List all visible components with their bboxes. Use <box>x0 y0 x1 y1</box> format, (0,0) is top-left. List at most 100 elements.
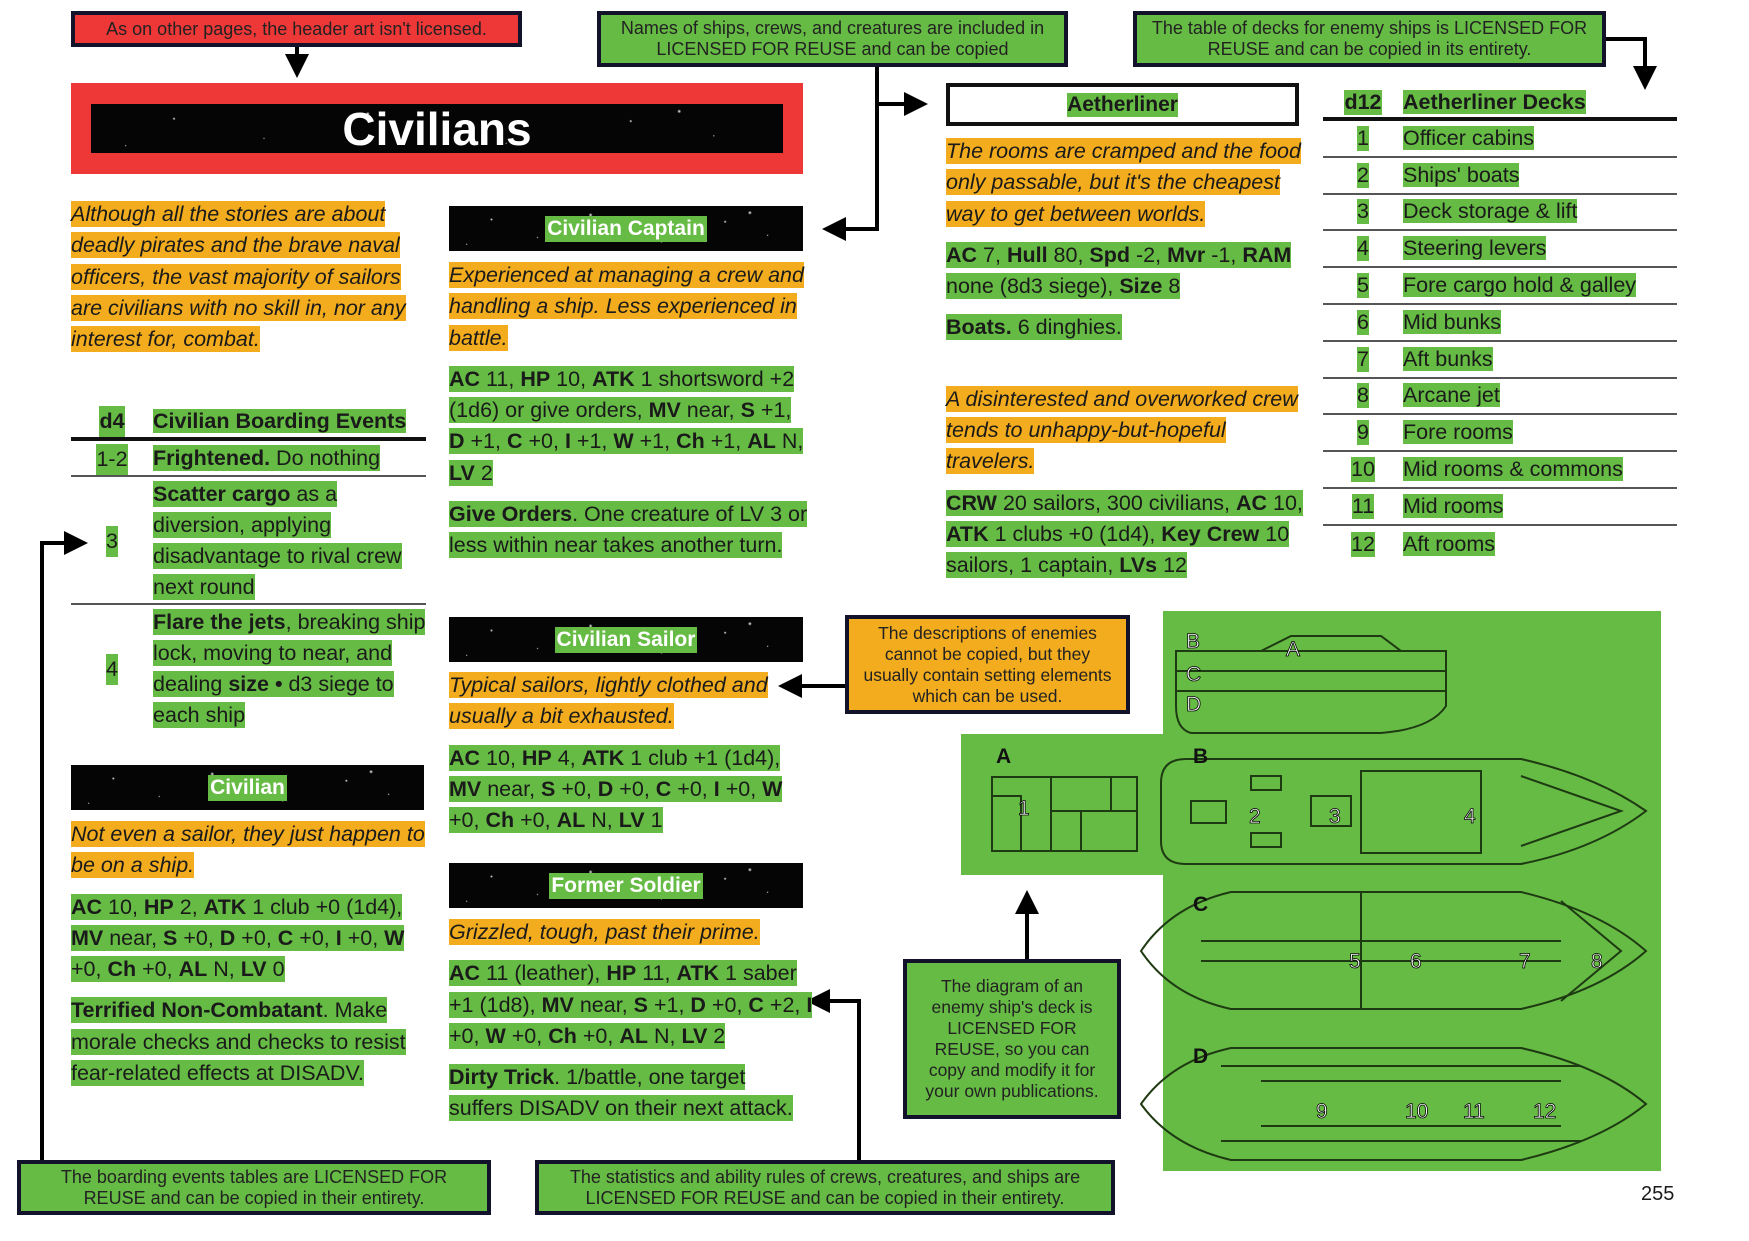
creature-ability: Dirty Trick. 1/battle, one target suffer… <box>449 1064 793 1122</box>
roll-value: 1-2 <box>96 443 128 475</box>
page-number: 255 <box>1641 1183 1675 1205</box>
bold-term: AC <box>946 242 978 267</box>
text-run: 1 club +1 (1d4), <box>624 745 781 770</box>
room-number-label: 3 <box>1329 805 1341 828</box>
bold-term: C <box>506 429 523 454</box>
text-run: near, <box>481 776 542 801</box>
text-run: +1, <box>754 398 792 423</box>
table-row: 10 Mid rooms & commons <box>1323 452 1677 489</box>
text-run: N, <box>775 429 804 454</box>
roll-value: 8 <box>1357 383 1369 409</box>
deck-b-outline <box>1160 758 1648 865</box>
bold-term: AC <box>449 961 481 986</box>
deck-title-label: A <box>996 745 1011 768</box>
text-run: 80, <box>1047 242 1090 267</box>
event-text: Scatter cargo as a diversion, applying d… <box>153 481 402 600</box>
bold-term: I <box>713 776 720 801</box>
bold-term: MV <box>541 992 574 1017</box>
ship-side-view <box>1175 650 1447 734</box>
creature-name: Civilian Sailor <box>554 626 698 653</box>
creature-description: Not even a sailor, they just happen to b… <box>71 821 425 879</box>
text-run: +1, <box>647 992 691 1017</box>
bold-term: Ch <box>676 429 705 454</box>
text-run: +1, <box>704 429 748 454</box>
text-run: 20 sailors, 300 civilians, <box>996 490 1236 515</box>
bold-term: LV <box>449 460 475 485</box>
table-header-title: Civilian Boarding Events <box>153 408 407 433</box>
text-run: +0, <box>522 429 565 454</box>
bold-term: Ch <box>485 808 515 833</box>
text-run: +0, <box>719 776 763 801</box>
text-run: N, <box>647 1023 682 1048</box>
bold-term: HP <box>606 961 637 986</box>
roll-value: 7 <box>1357 346 1369 372</box>
creature-header-captain: Civilian Captain <box>449 206 803 251</box>
event-text: Flare the jets, breaking ship lock, movi… <box>153 609 426 728</box>
deck-title-label: D <box>1193 1045 1208 1068</box>
text-run: +2, <box>763 992 807 1017</box>
text-run: 1 club +0 (1d4), <box>246 894 403 919</box>
text-run: 11, <box>636 961 677 986</box>
bold-term: size • <box>228 672 283 696</box>
text-run: 6 dinghies. <box>1011 315 1122 340</box>
room-number-label: 7 <box>1519 950 1531 973</box>
creature-name: Civilian <box>208 774 287 801</box>
bold-term: Size <box>1119 274 1163 299</box>
bold-term: Give Orders <box>449 502 573 527</box>
bold-term: ATK <box>946 521 989 546</box>
text-run: 2 <box>707 1023 726 1048</box>
creature-description: Typical sailors, lightly clothed and usu… <box>449 672 768 730</box>
creature-description: Experienced at managing a crew and handl… <box>449 262 804 351</box>
bold-term: W <box>485 1023 506 1048</box>
deck-name: Aft rooms <box>1403 531 1495 556</box>
creature-stats: AC 10, HP 2, ATK 1 club +0 (1d4), MV nea… <box>71 893 405 983</box>
note-names: Names of ships, crews, and creatures are… <box>597 11 1068 67</box>
note-statistics: The statistics and ability rules of crew… <box>535 1160 1115 1215</box>
text-run: , breaking ship lock, moving to near, an… <box>153 610 426 696</box>
room-number-label: 1 <box>1018 797 1030 820</box>
text-run: near, <box>573 992 634 1017</box>
roll-value: 5 <box>1357 273 1369 299</box>
bold-term: MV <box>71 925 104 950</box>
creature-header-soldier: Former Soldier <box>449 863 803 908</box>
roll-value: 6 <box>1357 309 1369 335</box>
bold-term: S <box>633 992 648 1017</box>
deck-name: Deck storage & lift <box>1403 199 1578 224</box>
text-run: -2, <box>1130 242 1168 267</box>
bold-term: MV <box>648 398 681 423</box>
room-number-label: 2 <box>1249 805 1261 828</box>
bold-term: LV <box>240 957 267 982</box>
room-number-label: 8 <box>1591 950 1603 973</box>
deck-name: Ships' boats <box>1403 162 1520 187</box>
text-run: -1, <box>1205 242 1243 267</box>
roll-value: 4 <box>1357 236 1369 262</box>
bold-term: D <box>597 776 614 801</box>
header-starfield: Civilians <box>91 103 783 155</box>
text-run: 7, <box>977 242 1007 267</box>
creature-name: Former Soldier <box>549 872 703 899</box>
note-decks-table: The table of decks for enemy ships is LI… <box>1133 11 1606 67</box>
table-header-die: d12 <box>1344 89 1382 115</box>
bold-term: ATK <box>203 894 247 919</box>
bold-term: RAM <box>1242 242 1292 267</box>
text-run: near, <box>680 398 741 423</box>
deck-name: Mid rooms & commons <box>1403 457 1623 482</box>
intro-text: Although all the stories are about deadl… <box>71 199 431 355</box>
roll-value: 10 <box>1351 457 1375 483</box>
room-number-label: 5 <box>1349 950 1361 973</box>
bold-term: Flare the jets <box>153 610 286 634</box>
bold-term: AC <box>1235 490 1268 515</box>
deck-name: Aft bunks <box>1403 346 1493 371</box>
text-run: 2, <box>173 894 204 919</box>
deck-name: Arcane jet <box>1403 383 1500 408</box>
bold-term: S <box>740 398 755 423</box>
side-view-deck-label: A <box>1286 638 1300 661</box>
text-run: N, <box>585 808 619 833</box>
text-run: +0, <box>449 1023 486 1048</box>
page-header: Civilians <box>71 83 803 174</box>
